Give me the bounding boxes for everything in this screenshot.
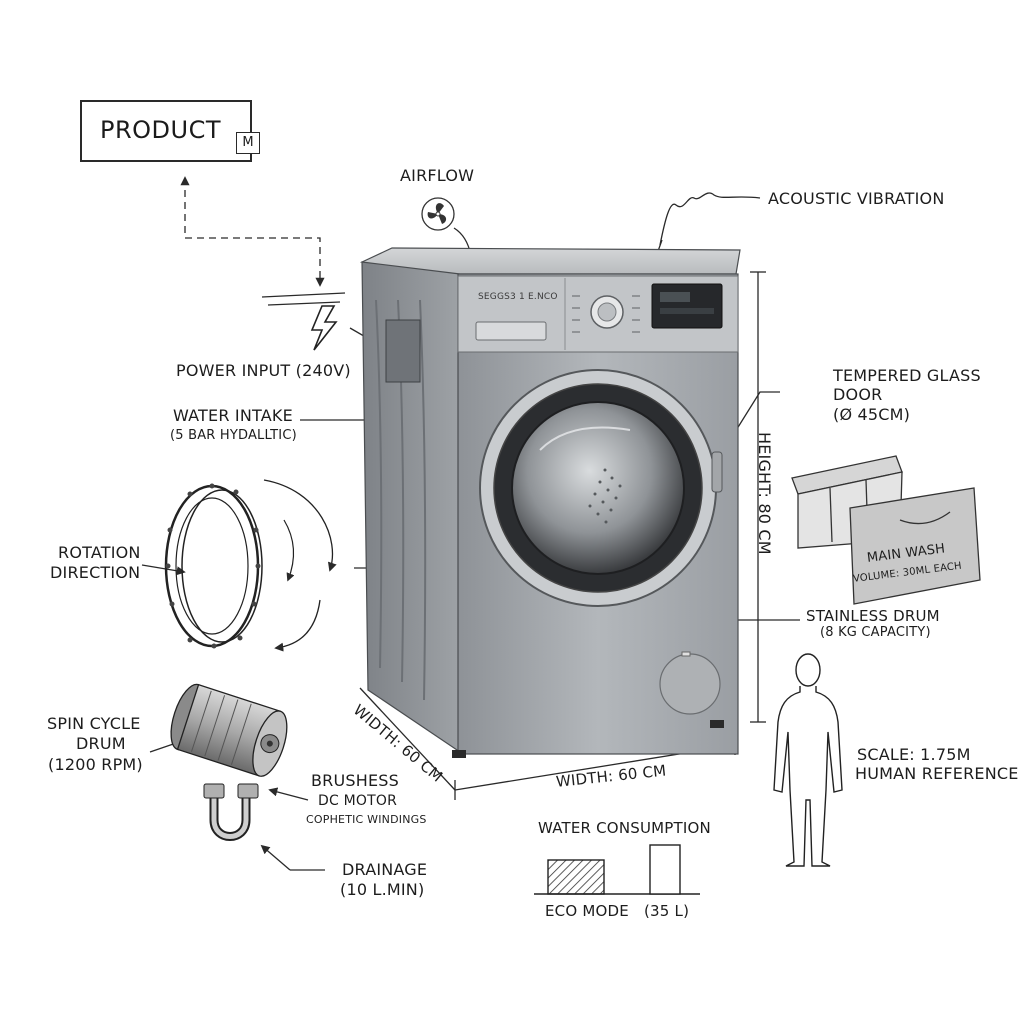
label-motor-2: DC MOTOR <box>318 793 398 809</box>
washing-machine <box>359 247 741 758</box>
label-spin-3: (1200 RPM) <box>48 755 143 774</box>
label-glass-door-2: DOOR <box>833 385 883 404</box>
human-silhouette <box>773 653 843 867</box>
label-motor-1: BRUSHESS <box>311 771 400 790</box>
label-glass-door-1: TEMPERED GLASS <box>833 366 981 385</box>
normal-bar <box>649 844 681 895</box>
machine-brand-text: SEGGS3 1 E.NCO <box>478 292 558 302</box>
filter-cover <box>659 653 721 715</box>
water-consumption-chart <box>534 844 700 895</box>
label-height: HEIGHT: 80 CM <box>755 432 774 555</box>
label-airflow: AIRFLOW <box>400 166 475 185</box>
side-access-panel <box>385 319 421 383</box>
label-motor-3: COPHETIC WINDINGS <box>306 813 427 826</box>
door-handle <box>711 451 723 493</box>
label-scale-1: SCALE: 1.75M <box>857 745 971 764</box>
label-drainage-2: (10 L.MIN) <box>340 880 425 899</box>
label-scale-2: HUMAN REFERENCE <box>855 764 1019 783</box>
label-spin-1: SPIN CYCLE <box>47 714 141 733</box>
label-drum-1: STAINLESS DRUM <box>806 607 940 625</box>
product-title-box: PRODUCT M <box>80 100 260 162</box>
eco-bar <box>547 859 605 895</box>
label-eco-volume: (35 L) <box>644 902 690 920</box>
label-water-intake: WATER INTAKE <box>173 406 293 425</box>
fan-icon <box>421 197 455 231</box>
product-link-arrow <box>180 176 325 287</box>
label-power-input: POWER INPUT (240V) <box>176 361 351 380</box>
label-eco-mode: ECO MODE <box>545 902 629 920</box>
label-rotation-2: DIRECTION <box>50 563 141 582</box>
label-rotation-1: ROTATION <box>58 543 141 562</box>
lightning-icon <box>310 305 338 351</box>
drum-perforations <box>588 468 622 524</box>
machine-top <box>359 247 741 275</box>
label-water-intake-sub: (5 BAR HYDALLTIC) <box>170 428 297 443</box>
display-screen <box>651 283 723 329</box>
label-glass-door-3: (Ø 45CM) <box>833 405 911 424</box>
motor-sketch <box>170 683 288 841</box>
detergent-drawer <box>475 321 547 341</box>
label-water-consumption: WATER CONSUMPTION <box>538 819 711 837</box>
label-acoustic-vibration: ACOUSTIC VIBRATION <box>768 189 945 208</box>
label-drum-2: (8 KG CAPACITY) <box>820 625 931 640</box>
label-drainage-1: DRAINAGE <box>342 860 428 879</box>
label-spin-2: DRUM <box>76 734 126 753</box>
detergent-drawer-sketch <box>791 455 981 605</box>
product-mark: M <box>236 132 260 154</box>
product-title: PRODUCT <box>100 116 222 144</box>
door-glass <box>511 401 685 575</box>
drum-ring-sketch <box>164 479 337 652</box>
